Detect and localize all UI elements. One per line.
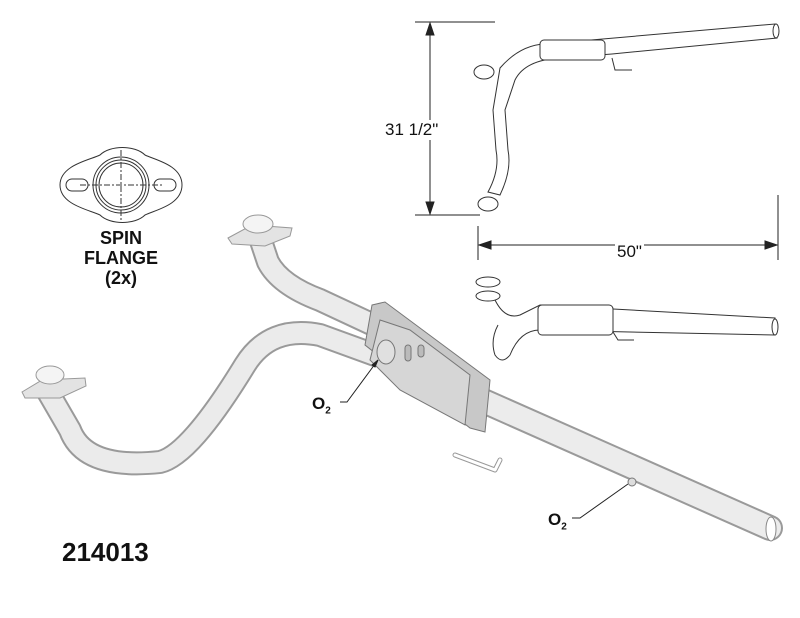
o2-leader-lines (340, 359, 629, 519)
o2-subscript: 2 (561, 521, 567, 533)
height-dimension: 31 1/2" (383, 120, 441, 140)
o2-subscript: 2 (325, 405, 331, 417)
top-view-drawing (473, 23, 780, 212)
spin-flange-line1: SPIN (99, 228, 142, 248)
part-number: 214013 (62, 537, 149, 567)
o2-label-converter: O2 (312, 394, 331, 417)
spin-flange-label: SPIN FLANGE (2x) (80, 228, 162, 288)
side-view-drawing (475, 276, 779, 361)
o2-text: O (548, 510, 562, 529)
length-dimension: 50" (615, 242, 644, 262)
pipe-assembly (36, 220, 783, 541)
flange-rear (21, 365, 87, 399)
catalytic-converter (364, 301, 491, 433)
o2-text: O (312, 394, 326, 413)
spin-flange-line2: FLANGE (84, 248, 158, 269)
o2-sensor-port (627, 477, 637, 487)
o2-label-outlet: O2 (548, 510, 567, 533)
spin-flange-line3: (2x) (104, 268, 137, 289)
spin-flange-detail (59, 147, 183, 223)
flange-front (227, 214, 293, 247)
